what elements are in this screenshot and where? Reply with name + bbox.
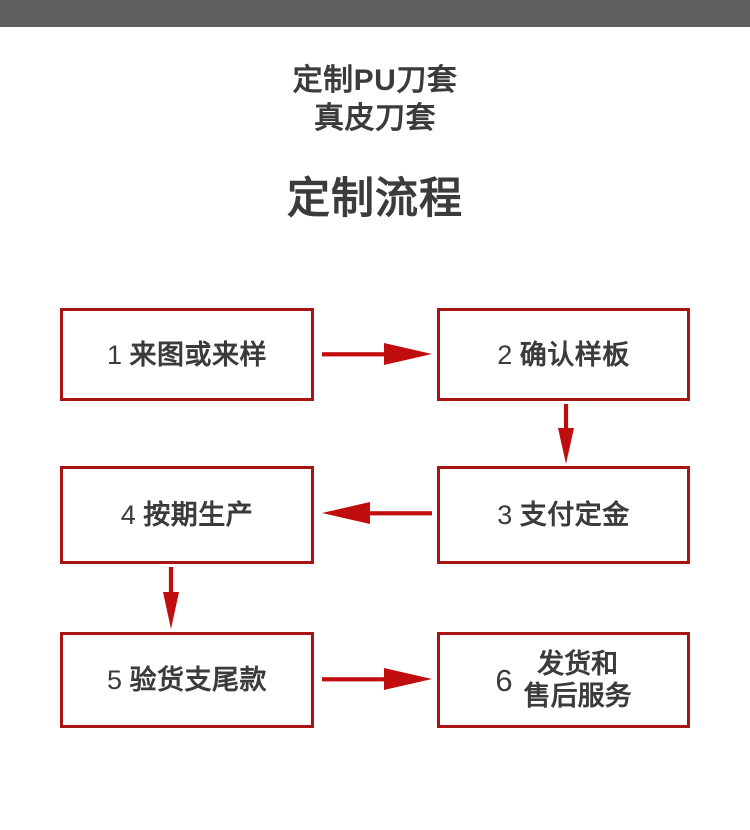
flow-step-6-label-line-2: 售后服务: [523, 681, 632, 711]
arrow-down-icon-step2-to-step3: [558, 404, 574, 464]
subtitle-line-1: 定制PU刀套: [292, 64, 458, 97]
top-gray-bar: [0, 0, 750, 27]
flow-step-5-number: 5: [106, 665, 123, 695]
flow-step-6-number: 6: [495, 662, 513, 698]
arrow-right-icon-step5-to-step6: [322, 668, 432, 690]
flow-step-6-label-line-1: 发货和: [537, 649, 619, 679]
flow-step-1-number: 1: [106, 339, 123, 370]
page-title: 定制流程: [287, 175, 463, 223]
flow-step-3-label: 支付定金: [519, 500, 630, 530]
flow-step-5-label: 验货支尾款: [129, 665, 268, 695]
flow-step-2-label: 确认样板: [519, 339, 630, 370]
flow-step-6-label: 发货和 售后服务: [524, 648, 632, 712]
arrow-right-icon-step1-to-step2: [322, 343, 432, 365]
flow-step-1-label: 来图或来样: [129, 339, 268, 370]
subtitle-line-2: 真皮刀套: [314, 102, 436, 135]
flow-step-3-number: 3: [497, 500, 513, 530]
flow-step-2-number: 2: [497, 339, 513, 370]
flow-step-6: 6 发货和 售后服务: [437, 632, 690, 728]
arrow-down-icon-step4-to-step5: [163, 567, 179, 629]
flow-step-4-number: 4: [120, 500, 137, 530]
arrow-left-icon-step3-to-step4: [322, 502, 432, 524]
header-block: 定制PU刀套 真皮刀套: [0, 62, 750, 138]
flow-step-4-label: 按期生产: [143, 500, 254, 530]
